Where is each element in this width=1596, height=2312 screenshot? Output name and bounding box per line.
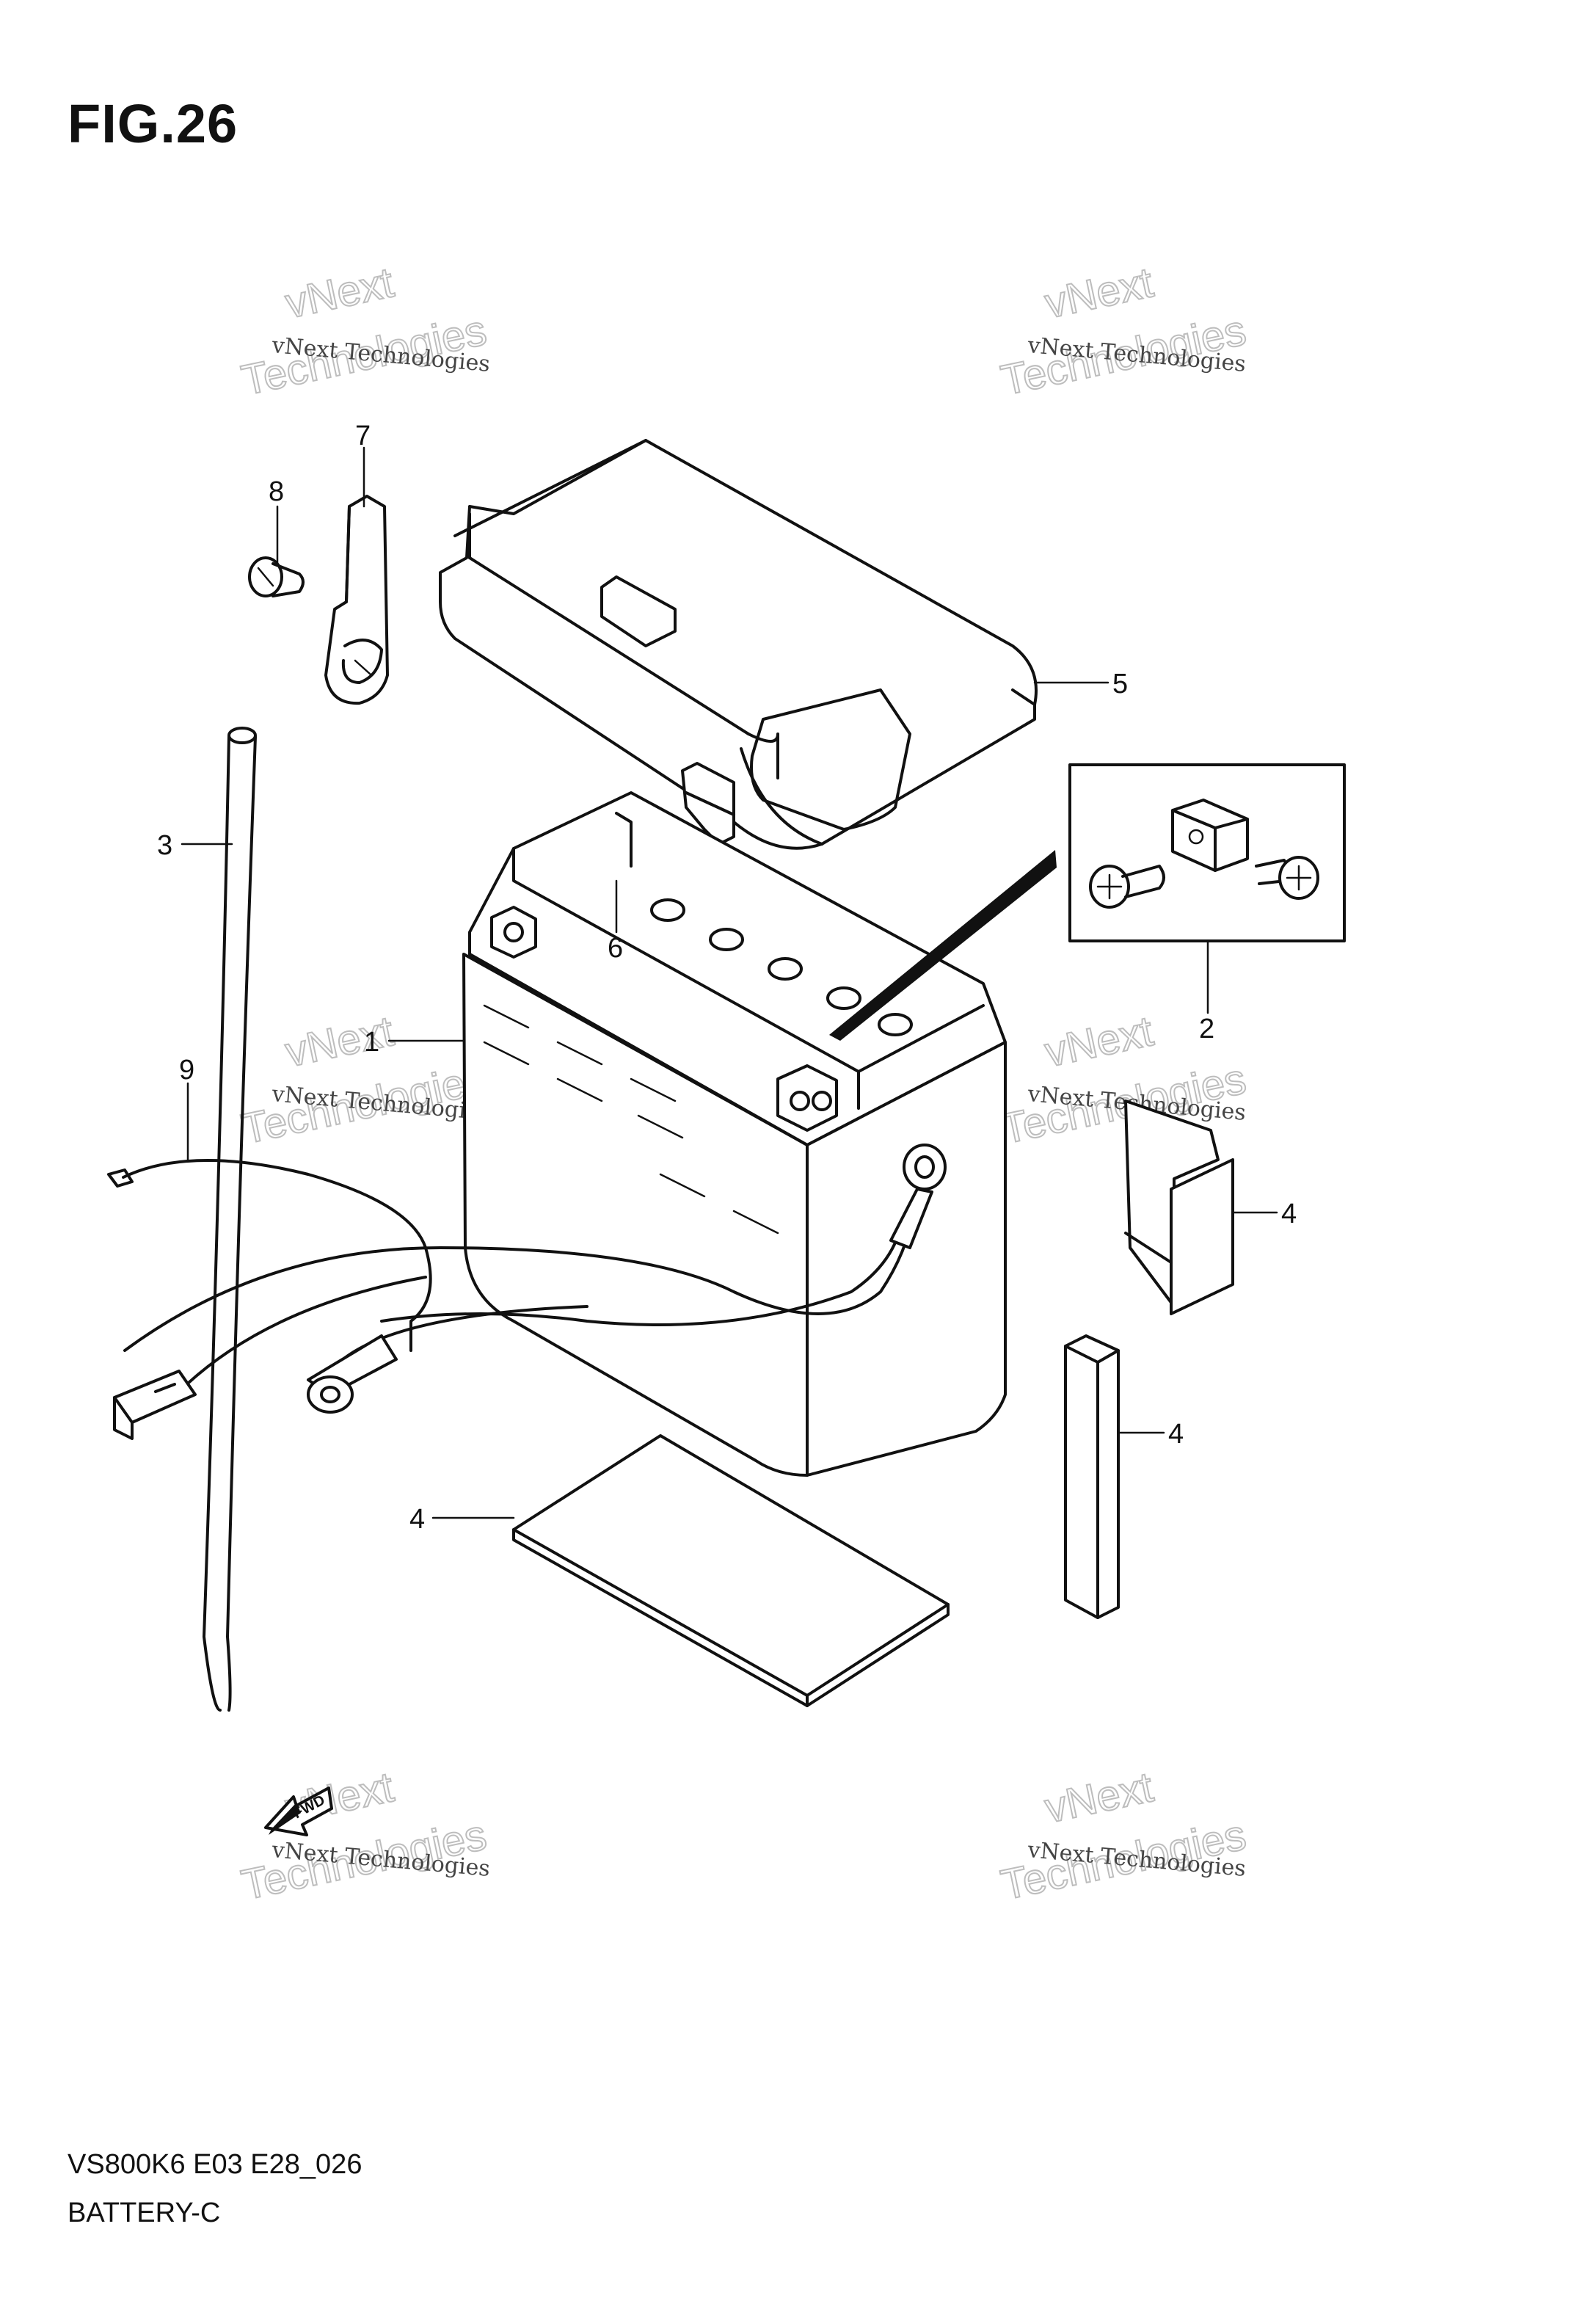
callout-7: 7 xyxy=(355,421,371,451)
cushion-front-part xyxy=(1064,1334,1120,1619)
watermark-mid-left: vNext Technologies xyxy=(237,1006,492,1154)
breather-hose-part xyxy=(203,727,257,1712)
svg-text:vNext: vNext xyxy=(1041,258,1157,327)
fwd-arrow-icon: FWD xyxy=(264,1786,333,1836)
svg-text:vNext: vNext xyxy=(1041,1007,1157,1076)
svg-text:vNext: vNext xyxy=(281,258,398,327)
clamp-bolt-part xyxy=(248,556,305,597)
callout-4-side: 4 xyxy=(1281,1199,1297,1229)
callout-leaders xyxy=(181,446,1278,1519)
battery-cover-part xyxy=(439,439,1038,850)
cushion-base-part xyxy=(512,1434,950,1707)
callout-9: 9 xyxy=(179,1055,194,1086)
watermark-top-right: vNext Technologies xyxy=(996,258,1251,405)
callout-3: 3 xyxy=(157,830,172,861)
callout-1: 1 xyxy=(364,1027,379,1058)
callout-8: 8 xyxy=(269,476,284,507)
svg-text:vNext: vNext xyxy=(1041,1763,1157,1832)
battery-clamp-part xyxy=(324,495,389,705)
svg-text:vNext: vNext xyxy=(281,1007,398,1076)
watermark-bottom-right: vNext Technologies xyxy=(996,1762,1251,1910)
diagram-name: BATTERY-C xyxy=(68,2198,221,2228)
callout-4-base: 4 xyxy=(409,1504,425,1535)
watermark-bottom-left: vNext Technologies xyxy=(237,1762,492,1910)
callout-4-front: 4 xyxy=(1168,1419,1184,1450)
callout-5: 5 xyxy=(1112,669,1128,699)
figure-title: FIG.26 xyxy=(68,93,238,154)
battery-part xyxy=(462,791,1007,1477)
callout-6: 6 xyxy=(608,933,623,964)
callout-2: 2 xyxy=(1199,1014,1214,1044)
cushion-side-part xyxy=(1124,1099,1234,1315)
lead-wire-part xyxy=(107,1144,947,1440)
watermark-top-left: vNext Technologies xyxy=(237,258,492,405)
diagram-code: VS800K6 E03 E28_026 xyxy=(68,2149,362,2180)
